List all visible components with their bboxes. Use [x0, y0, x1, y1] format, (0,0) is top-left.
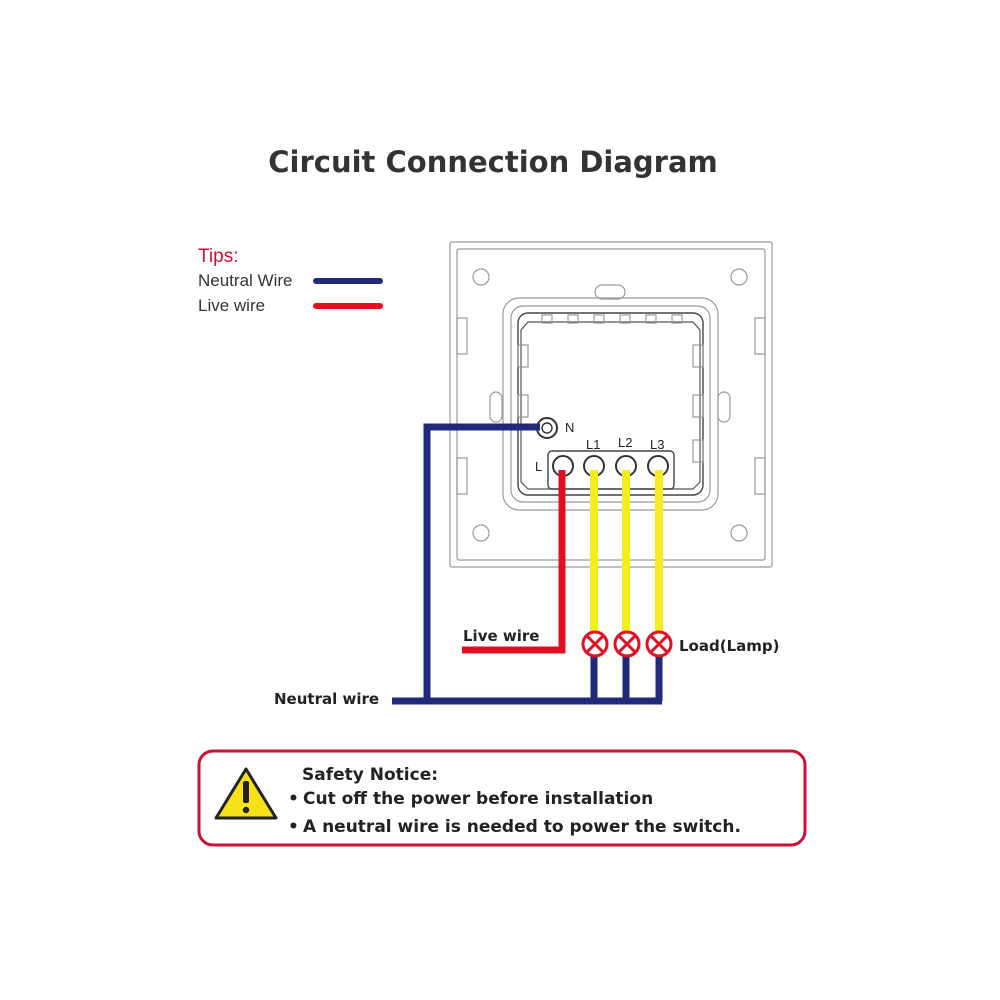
- plate-inner-frame: [456, 248, 766, 561]
- terminal-l1-label: L1: [586, 437, 600, 452]
- tips-live-label: Live wire: [198, 296, 265, 315]
- safety-item-2: A neutral wire is needed to power the sw…: [303, 817, 741, 837]
- terminal-l2-label: L2: [618, 435, 632, 450]
- neutral-wire-label: Neutral wire: [274, 690, 379, 708]
- terminal-block: [547, 450, 675, 490]
- live-wire: [462, 470, 566, 654]
- terminal-l-label: L: [535, 459, 542, 474]
- clip-right-1: [692, 344, 704, 368]
- safety-item-bullet: •: [288, 789, 299, 809]
- safety-notice: Safety Notice: • Cut off the power befor…: [197, 749, 807, 847]
- lamp-icon: [613, 630, 641, 658]
- module-housing-mid: [510, 305, 711, 503]
- live-wire-label: Live wire: [463, 627, 539, 645]
- side-tab-left-bottom: [456, 457, 468, 495]
- side-tab-right-bottom: [754, 457, 766, 495]
- clip-left-1: [517, 344, 529, 368]
- switch-plate: [449, 241, 773, 568]
- safety-item-1: Cut off the power before installation: [303, 789, 653, 809]
- terminal-l3-label: L3: [650, 437, 664, 452]
- notch-4: [619, 314, 631, 324]
- tips-legend: Tips: Neutral Wire Live wire: [198, 246, 383, 315]
- page-title: Circuit Connection Diagram: [268, 145, 718, 179]
- lamp-icon: [645, 630, 673, 658]
- screw-hole-bottom-right: [730, 524, 748, 542]
- module-core: [520, 321, 701, 490]
- screw-hole-top-right: [730, 268, 748, 286]
- clip-right-3: [692, 439, 704, 463]
- safety-notice-title: Safety Notice:: [302, 765, 438, 785]
- tips-heading: Tips:: [198, 246, 238, 267]
- side-slot-right: [717, 391, 731, 423]
- screw-hole-bottom-left: [472, 524, 490, 542]
- side-slot-left: [489, 391, 503, 423]
- screw-hole-top-left: [472, 268, 490, 286]
- safety-item-bullet: •: [288, 817, 299, 837]
- lamps: [581, 630, 673, 658]
- safety-notice-frame: [197, 749, 807, 847]
- notch-6: [671, 314, 683, 324]
- side-tab-right-top: [754, 317, 766, 355]
- warning-icon: [214, 767, 278, 820]
- clip-right-2: [692, 394, 704, 418]
- neutral-wire-to-n: [423, 423, 540, 701]
- terminal-n-label: N: [565, 420, 574, 435]
- module-housing-outer: [502, 297, 719, 511]
- tips-neutral-label: Neutral Wire: [198, 271, 292, 290]
- module-housing-inner: [517, 312, 704, 496]
- terminal-screws: [536, 417, 669, 477]
- notch-5: [645, 314, 657, 324]
- side-tab-left-top: [456, 317, 468, 355]
- notch-1: [541, 314, 553, 324]
- load-label: Load(Lamp): [679, 637, 779, 655]
- load-wires: [590, 470, 663, 632]
- notch-2: [567, 314, 579, 324]
- notch-3: [593, 314, 605, 324]
- top-slot: [594, 284, 626, 300]
- lamp-icon: [581, 630, 609, 658]
- plate-outer-frame: [449, 241, 773, 568]
- clip-left-2: [517, 394, 529, 418]
